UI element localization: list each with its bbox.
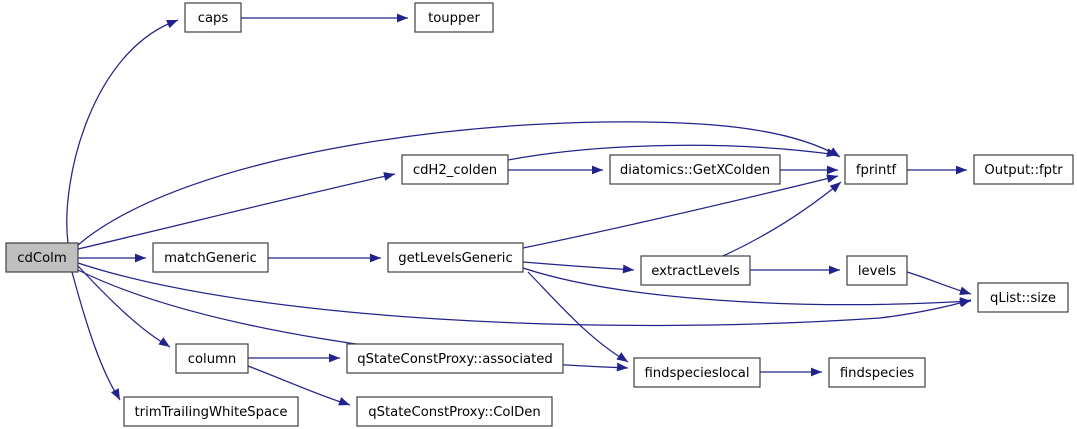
arrowhead-cdColm-to-matchGeneric [135, 253, 146, 263]
arrowhead-caps-to-toupper [397, 13, 408, 23]
node-cdH2_colden[interactable]: cdH2_colden [401, 154, 509, 185]
arrowhead-cdH2_colden-to-diatomicsGetXColden [592, 165, 603, 175]
edge-getLevelsGeneric-to-qListSize [522, 267, 972, 306]
node-cdColm[interactable]: cdColm [5, 242, 79, 273]
arrowhead-cdColm-to-caps [166, 20, 178, 29]
node-box-fprintf[interactable] [844, 154, 908, 185]
arrowhead-getLevelsGeneric-to-extractLevels [622, 264, 634, 274]
node-qStateConstProxyAssociated[interactable]: qStateConstProxy::associated [346, 343, 564, 374]
node-findspecieslocal[interactable]: findspecieslocal [633, 357, 761, 388]
arrowhead-cdH2_colden-to-fprintf [826, 148, 838, 158]
node-trimTrailingWhiteSpace[interactable]: trimTrailingWhiteSpace [123, 396, 299, 427]
edge-getLevelsGeneric-to-fprintf [522, 175, 839, 249]
node-box-cdColm[interactable] [5, 242, 79, 273]
arrowhead-cdColm-to-qListSize [959, 298, 971, 308]
node-diatomicsGetXColden[interactable]: diatomics::GetXColden [609, 154, 781, 185]
arrowhead-cdColm-to-column [158, 337, 170, 347]
node-box-qStateConstProxyAssociated[interactable] [346, 343, 564, 374]
node-qListSize[interactable]: qList::size [977, 282, 1069, 313]
arrowhead-getLevelsGeneric-to-fprintf [826, 174, 838, 183]
arrowhead-extractLevels-to-levels [829, 265, 840, 275]
edge-cdColm-to-fprintf [77, 121, 841, 246]
node-box-qStateConstProxyColDen[interactable] [356, 396, 553, 427]
node-box-findspecies[interactable] [828, 357, 926, 388]
node-box-findspecieslocal[interactable] [633, 357, 761, 388]
edge-cdColm-to-cdH2_colden [77, 173, 396, 250]
node-box-trimTrailingWhiteSpace[interactable] [123, 396, 299, 427]
node-box-getLevelsGeneric[interactable] [387, 242, 524, 273]
node-box-caps[interactable] [184, 2, 242, 33]
node-fprintf[interactable]: fprintf [844, 154, 908, 185]
arrowhead-diatomicsGetXColden-to-fprintf [827, 165, 838, 175]
node-column[interactable]: column [175, 343, 249, 374]
node-findspecies[interactable]: findspecies [828, 357, 926, 388]
arrowhead-cdColm-to-trimTrailingWhiteSpace [110, 388, 120, 400]
arrowhead-getLevelsGeneric-to-findspecieslocal [616, 352, 628, 362]
node-levels[interactable]: levels [846, 255, 908, 286]
edge-cdH2_colden-to-fprintf [507, 144, 839, 161]
arrowhead-column-to-qStateConstProxyAssociated [329, 353, 340, 363]
arrowhead-matchGeneric-to-getLevelsGeneric [370, 253, 381, 263]
edge-extractLevels-to-fprintf [722, 181, 842, 257]
arrowhead-extractLevels-to-fprintf [829, 182, 841, 193]
node-box-diatomicsGetXColden[interactable] [609, 154, 781, 185]
arrowhead-levels-to-qListSize [959, 286, 971, 295]
arrowhead-cdColm-to-cdH2_colden [383, 172, 395, 181]
node-extractLevels[interactable]: extractLevels [640, 255, 751, 286]
node-qStateConstProxyColDen[interactable]: qStateConstProxy::ColDen [356, 396, 553, 427]
edge-getLevelsGeneric-to-extractLevels [522, 261, 635, 271]
node-OutputFptr[interactable]: Output::fptr [973, 154, 1074, 185]
node-box-matchGeneric[interactable] [152, 242, 269, 273]
node-getLevelsGeneric[interactable]: getLevelsGeneric [387, 242, 524, 273]
node-box-OutputFptr[interactable] [973, 154, 1074, 185]
arrowhead-findspecieslocal-to-findspecies [811, 367, 822, 377]
edge-cdColm-to-qListSize [77, 262, 972, 327]
node-box-levels[interactable] [846, 255, 908, 286]
node-matchGeneric[interactable]: matchGeneric [152, 242, 269, 273]
node-caps[interactable]: caps [184, 2, 242, 33]
edge-getLevelsGeneric-to-findspecieslocal [527, 271, 629, 363]
edge-cdColm-to-trimTrailingWhiteSpace [71, 271, 121, 401]
edge-cdColm-to-column [77, 265, 171, 348]
node-toupper[interactable]: toupper [414, 2, 494, 33]
arrowhead-column-to-qStateConstProxyColDen [338, 397, 350, 406]
arrowheads-layer [110, 13, 971, 406]
node-box-toupper[interactable] [414, 2, 494, 33]
node-box-qListSize[interactable] [977, 282, 1069, 313]
node-box-cdH2_colden[interactable] [401, 154, 509, 185]
arrowhead-fprintf-to-OutputFptr [956, 165, 967, 175]
node-box-column[interactable] [175, 343, 249, 374]
node-box-extractLevels[interactable] [640, 255, 751, 286]
arrowhead-cdColm-to-findspecieslocal [616, 362, 628, 372]
edge-cdColm-to-caps [66, 19, 179, 244]
